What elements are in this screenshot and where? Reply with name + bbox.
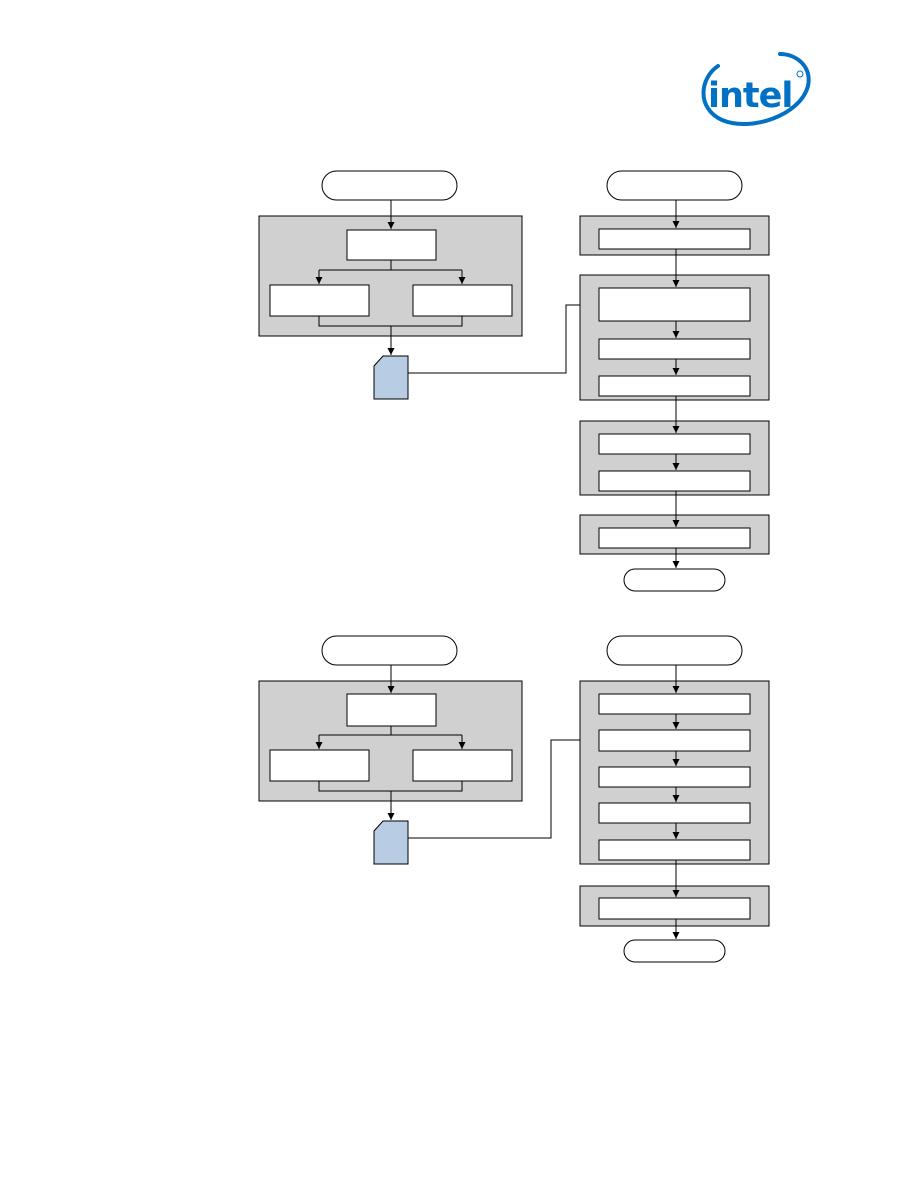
process-box — [598, 802, 751, 824]
process-box — [598, 433, 751, 455]
terminator — [623, 939, 726, 963]
intel-logo-registered-mark — [796, 70, 804, 78]
process-box — [346, 693, 437, 727]
process-box — [598, 527, 751, 549]
flow-2-left-branch — [258, 635, 597, 865]
document-icon — [373, 355, 409, 400]
process-box — [598, 338, 751, 360]
process-box — [598, 897, 751, 920]
process-box — [412, 284, 513, 317]
process-box — [598, 375, 751, 397]
flow-1-left-branch — [258, 170, 597, 400]
intel-logo: intel — [701, 52, 811, 126]
process-box — [598, 228, 751, 250]
process-box — [598, 287, 751, 322]
intel-logo-wordmark: intel — [708, 76, 792, 116]
process-box — [598, 693, 751, 715]
flow-2 — [258, 635, 770, 963]
process-box — [598, 729, 751, 752]
process-box — [598, 766, 751, 788]
terminator — [606, 635, 743, 666]
flow-2-right-branch — [579, 635, 770, 963]
flow-1 — [258, 170, 770, 592]
intel-logo-swoosh — [701, 52, 811, 126]
process-box — [598, 839, 751, 861]
process-box — [412, 749, 513, 782]
terminator — [606, 170, 743, 201]
terminator — [321, 170, 458, 201]
process-box — [346, 229, 437, 261]
connector-arrow — [408, 736, 597, 839]
process-box — [598, 470, 751, 492]
terminator — [321, 635, 458, 666]
document-icon — [373, 820, 409, 865]
process-box — [269, 749, 370, 782]
terminator — [623, 568, 726, 592]
process-box — [269, 284, 370, 317]
flow-1-right-branch — [579, 170, 770, 592]
